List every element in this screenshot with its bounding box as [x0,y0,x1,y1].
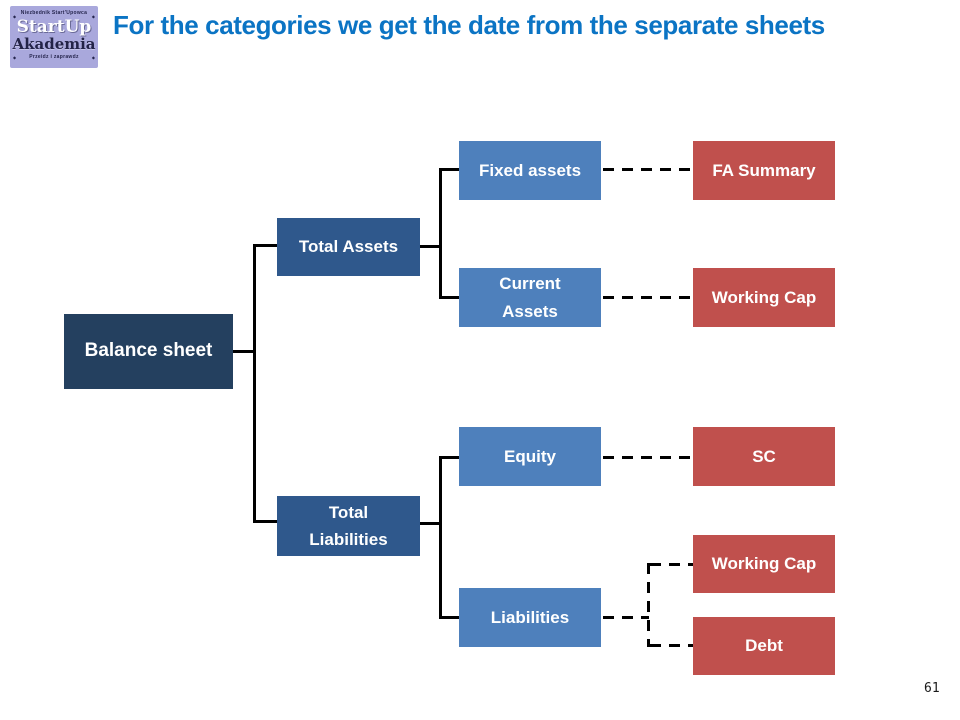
connector-trunk-vertical [253,244,256,523]
connector-balance-trunk [232,350,255,353]
connector-to-fixed-assets [441,168,459,171]
node-sheet-sc: SC [693,427,835,486]
node-current-assets: Current Assets [459,268,601,327]
connector-to-equity [441,456,459,459]
node-sheet-fa-summary: FA Summary [693,141,835,200]
dashed-liabilities-out [603,616,649,619]
node-sheet-debt: Debt [693,617,835,675]
logo-name-startup: StartUp [16,17,92,37]
node-balance-sheet: Balance sheet [64,314,233,389]
startup-akademia-logo: Niezbednik Start'Upowca StartUp Akademia… [10,6,98,68]
node-fixed-assets: Fixed assets [459,141,601,200]
logo-ornament-icon: ◆ [13,14,17,19]
logo-ornament-icon: ◆ [91,14,95,19]
connector-total-liabilities-out [420,522,441,525]
dashed-to-debt [650,644,693,647]
logo-bottom-text: Przeidz i zaprawdz [29,54,79,60]
dashed-equity-to-sc [603,456,691,459]
node-total-liabilities: Total Liabilities [277,496,420,556]
logo-ornament-icon: ◆ [13,55,17,60]
connector-to-total-assets [255,244,277,247]
logo-ornament-icon: ◆ [91,55,95,60]
logo-name-akademia: Akademia [12,35,96,53]
node-total-assets: Total Assets [277,218,420,276]
dashed-to-working-cap-liabilities [650,563,693,566]
page-number: 61 [924,681,940,696]
connector-assets-elbow [439,168,442,299]
connector-to-current-assets [441,296,459,299]
dashed-liabilities-bracket [647,563,650,647]
connector-total-assets-out [420,245,441,248]
connector-to-total-liabilities [255,520,277,523]
node-equity: Equity [459,427,601,486]
dashed-fixed-assets-to-fa-summary [603,168,691,171]
dashed-current-assets-to-working-cap [603,296,691,299]
connector-to-liabilities [441,616,459,619]
connector-liabilities-elbow [439,456,442,619]
node-sheet-working-cap-liabilities: Working Cap [693,535,835,593]
slide-title: For the categories we get the date from … [113,10,825,40]
node-sheet-working-cap-assets: Working Cap [693,268,835,327]
logo-top-text: Niezbednik Start'Upowca [20,10,88,16]
node-liabilities: Liabilities [459,588,601,647]
